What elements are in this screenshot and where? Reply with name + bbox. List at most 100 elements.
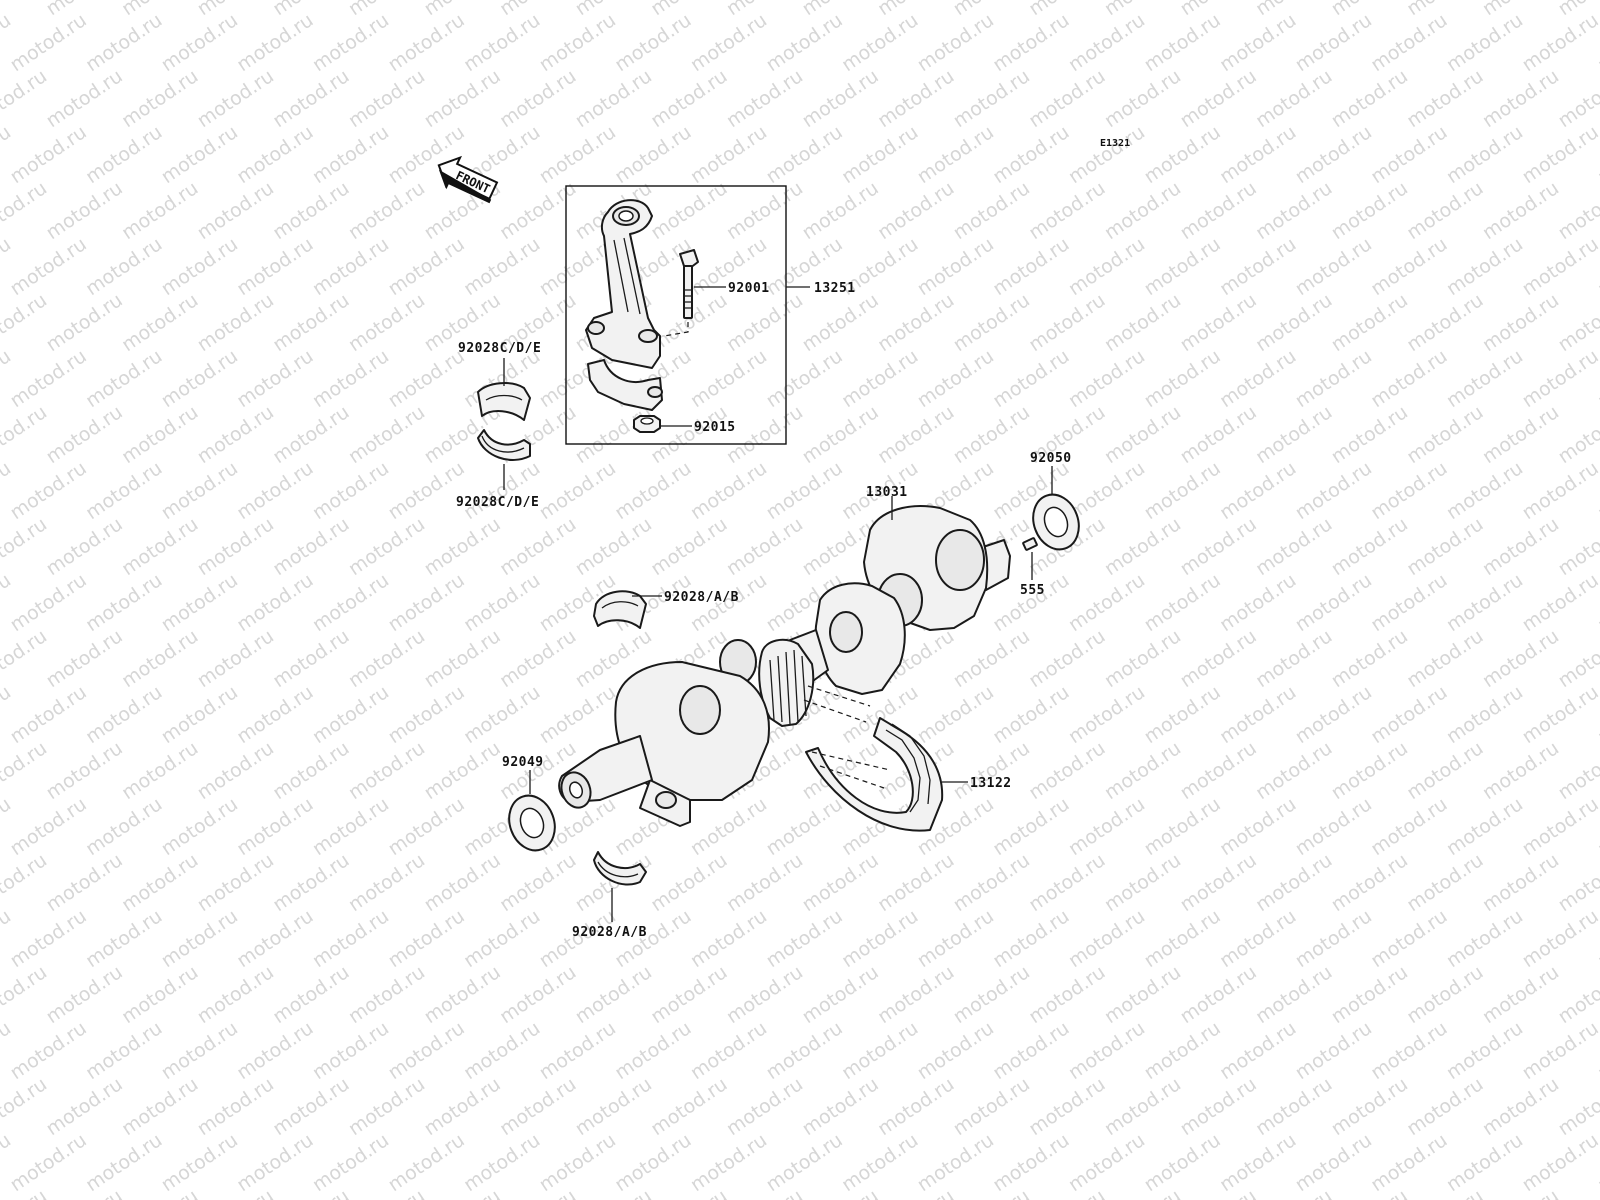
watermark-text: motod.ru [1442, 1017, 1527, 1084]
watermark-text: motod.ru [913, 1017, 998, 1084]
watermark-text: motod.ru [989, 233, 1074, 300]
watermark-text: motod.ru [1252, 401, 1337, 468]
watermark-text: motod.ru [611, 121, 696, 188]
watermark-text: motod.ru [686, 345, 771, 412]
watermark-text: motod.ru [686, 1017, 771, 1084]
watermark-text: motod.ru [1291, 233, 1376, 300]
watermark-text: motod.ru [344, 1073, 429, 1140]
watermark-text: motod.ru [384, 9, 469, 76]
watermark-text: motod.ru [722, 289, 807, 356]
watermark-text: motod.ru [535, 681, 620, 748]
watermark-text: motod.ru [1216, 457, 1301, 524]
watermark-text: motod.ru [82, 1017, 167, 1084]
watermark-text: motod.ru [1442, 793, 1527, 860]
part-label-92028ab-upper: 92028/A/B [664, 590, 739, 605]
watermark-text: motod.ru [1327, 289, 1412, 356]
watermark-text: motod.ru [1327, 737, 1412, 804]
watermark-text: motod.ru [1291, 681, 1376, 748]
watermark-text: motod.ru [686, 457, 771, 524]
watermark-text: motod.ru [6, 793, 91, 860]
watermark-text: motod.ru [1025, 625, 1110, 692]
watermark-text: motod.ru [82, 457, 167, 524]
part-label-92015: 92015 [694, 420, 736, 435]
watermark-text: motod.ru [193, 65, 278, 132]
watermark-text: motod.ru [42, 401, 127, 468]
watermark-text: motod.ru [1216, 345, 1301, 412]
watermark-text: motod.ru [233, 681, 318, 748]
watermark-text: motod.ru [344, 1185, 429, 1200]
watermark-text: motod.ru [496, 961, 581, 1028]
watermark-text: motod.ru [798, 289, 883, 356]
watermark-text: motod.ru [989, 121, 1074, 188]
watermark-text: motod.ru [1291, 793, 1376, 860]
watermark-text: motod.ru [1140, 793, 1225, 860]
watermark-text: motod.ru [157, 905, 242, 972]
watermark-text: motod.ru [118, 65, 203, 132]
watermark-text: motod.ru [0, 737, 51, 804]
watermark-text: motod.ru [344, 401, 429, 468]
part-label-92028cde-lower: 92028C/D/E [456, 495, 539, 510]
watermark-text: motod.ru [913, 681, 998, 748]
watermark-text: motod.ru [420, 1073, 505, 1140]
watermark-text: motod.ru [344, 0, 429, 20]
watermark-text: motod.ru [1025, 0, 1110, 20]
watermark-text: motod.ru [1518, 793, 1600, 860]
watermark-text: motod.ru [1252, 737, 1337, 804]
watermark-text: motod.ru [1442, 569, 1527, 636]
watermark-text: motod.ru [344, 513, 429, 580]
watermark-text: motod.ru [1100, 289, 1185, 356]
watermark-text: motod.ru [1367, 681, 1452, 748]
oil-seal-right [1032, 493, 1080, 551]
watermark-text: motod.ru [1554, 513, 1600, 580]
watermark-text: motod.ru [157, 457, 242, 524]
watermark-text: motod.ru [1442, 905, 1527, 972]
watermark-text: motod.ru [913, 1129, 998, 1196]
watermark-text: motod.ru [460, 1017, 545, 1084]
watermark-text: motod.ru [874, 401, 959, 468]
watermark-text: motod.ru [1403, 0, 1488, 20]
watermark-text: motod.ru [762, 457, 847, 524]
watermark-text: motod.ru [193, 1073, 278, 1140]
watermark-text: motod.ru [1478, 961, 1563, 1028]
main-bearing-upper [593, 590, 647, 629]
watermark-text: motod.ru [1176, 177, 1261, 244]
watermark-text: motod.ru [118, 849, 203, 916]
watermark-text: motod.ru [42, 513, 127, 580]
watermark-text: motod.ru [308, 121, 393, 188]
watermark-text: motod.ru [118, 513, 203, 580]
watermark-text: motod.ru [157, 121, 242, 188]
watermark-text: motod.ru [571, 1185, 656, 1200]
watermark-text: motod.ru [1403, 401, 1488, 468]
part-labels: 13251 92001 92015 92028C/D/E 92028C/D/E … [456, 281, 1071, 940]
watermark-text: motod.ru [1252, 849, 1337, 916]
watermark-text: motod.ru [647, 177, 732, 244]
watermark-text: motod.ru [1403, 177, 1488, 244]
watermark-text: motod.ru [1252, 177, 1337, 244]
watermark-text: motod.ru [798, 401, 883, 468]
watermark-text: motod.ru [308, 793, 393, 860]
watermark-text: motod.ru [874, 177, 959, 244]
watermark-text: motod.ru [686, 905, 771, 972]
watermark-text: motod.ru [1518, 1129, 1600, 1196]
watermark-text: motod.ru [193, 289, 278, 356]
watermark-text: motod.ru [1367, 121, 1452, 188]
watermark-text: motod.ru [308, 9, 393, 76]
watermark-text: motod.ru [1554, 961, 1600, 1028]
watermark-text: motod.ru [6, 233, 91, 300]
watermark-text: motod.ru [269, 849, 354, 916]
rod-nut [633, 415, 661, 433]
watermark-text: motod.ru [1291, 905, 1376, 972]
watermark-text: motod.ru [1327, 177, 1412, 244]
oil-seal-left [508, 794, 556, 852]
part-label-555: 555 [1020, 583, 1045, 598]
watermark-text: motod.ru [6, 345, 91, 412]
watermark-text: motod.ru [82, 905, 167, 972]
watermark-text: motod.ru [233, 345, 318, 412]
watermark-text: motod.ru [1367, 793, 1452, 860]
watermark-text: motod.ru [798, 1185, 883, 1200]
watermark-text: motod.ru [384, 233, 469, 300]
watermark-text: motod.ru [874, 1073, 959, 1140]
watermark-text: motod.ru [535, 1129, 620, 1196]
watermark-text: motod.ru [686, 9, 771, 76]
watermark-text: motod.ru [82, 569, 167, 636]
